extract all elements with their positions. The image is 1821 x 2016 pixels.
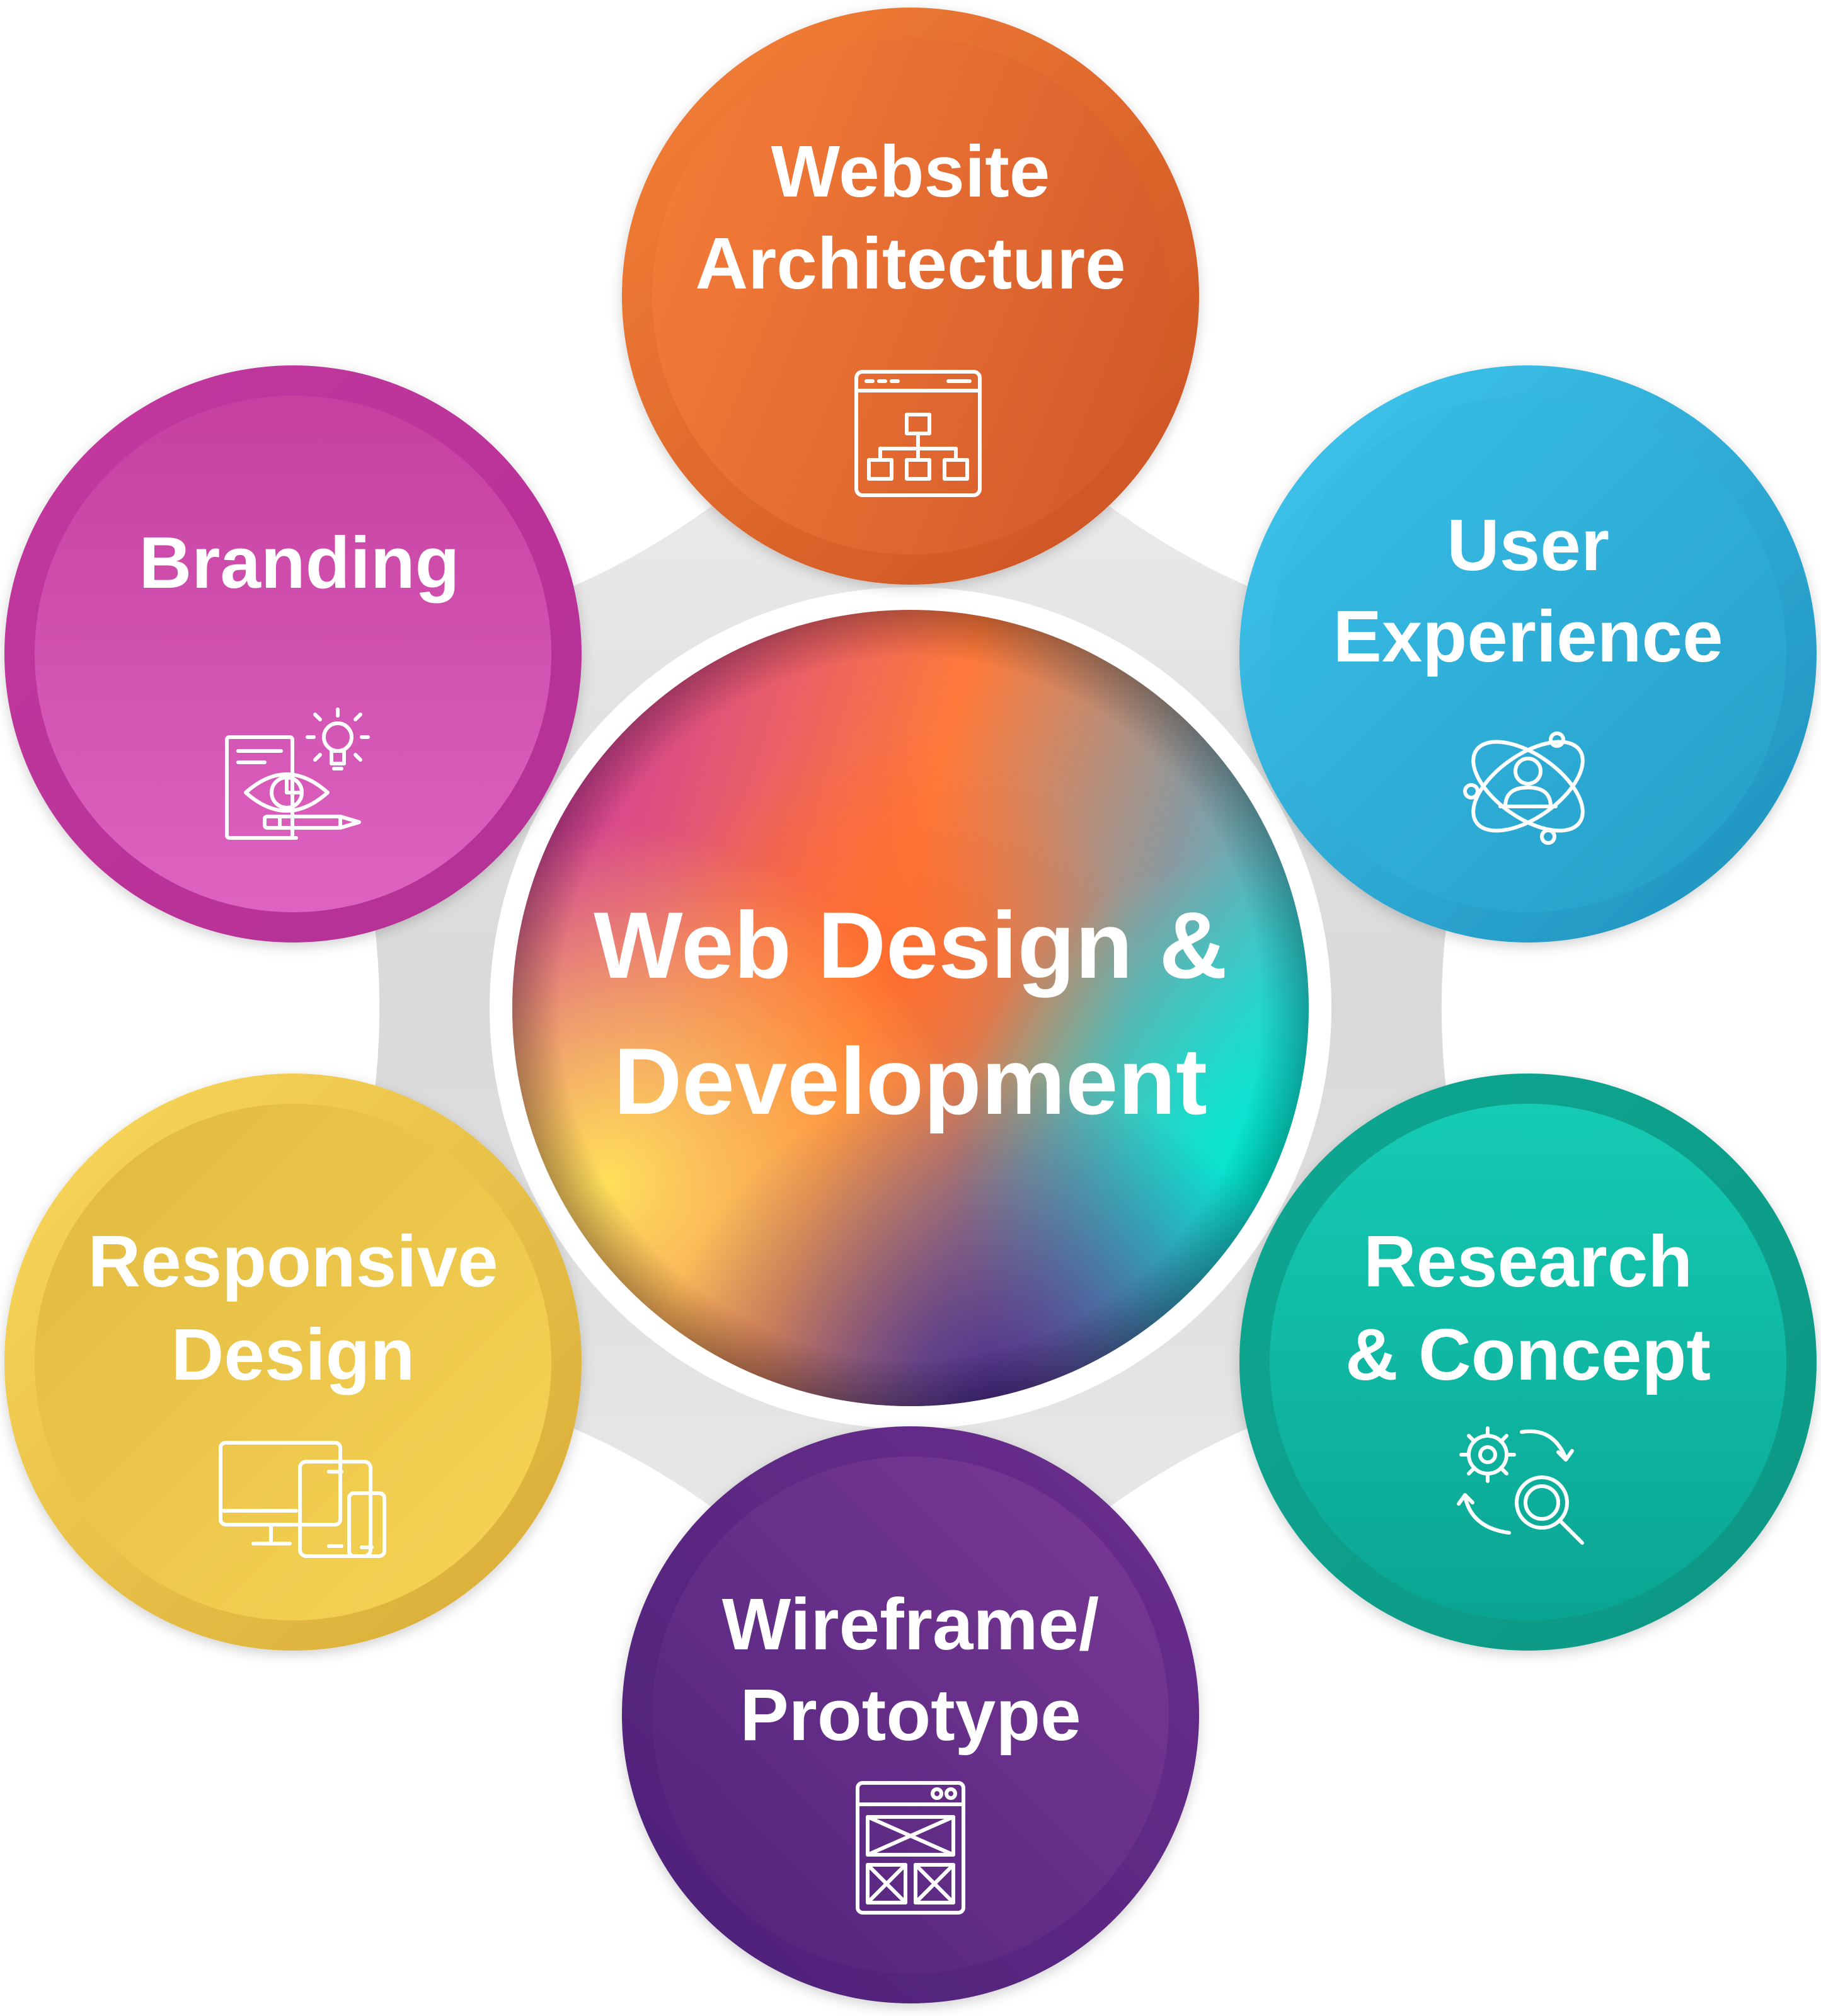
node-responsive-design-line1: Responsive [88,1220,498,1302]
center-title-line1: Web Design & [594,892,1227,998]
node-website-architecture: Website Architecture [622,8,1199,585]
center-title-line2: Development [614,1028,1207,1134]
node-research-concept-line2: & Concept [1345,1314,1711,1395]
node-research-concept-line1: Research [1364,1220,1692,1302]
center-hub: Web Design & Development [490,587,1331,1429]
devices-icon [219,1441,386,1558]
node-user-experience-line1: User [1447,504,1609,586]
branding-eye-icon [225,707,370,840]
node-wireframe-prototype-line2: Prototype [740,1674,1081,1756]
gear-search-icon [1457,1426,1584,1545]
user-orbit-icon [1463,731,1585,845]
wireframe-icon [856,1781,965,1915]
node-website-architecture-line2: Architecture [695,222,1125,304]
node-user-experience: User Experience [1239,365,1817,942]
node-responsive-design-line2: Design [171,1314,415,1395]
node-wireframe-prototype: Wireframe/ Prototype [622,1426,1199,2003]
node-wireframe-prototype-line1: Wireframe/ [722,1583,1100,1665]
node-responsive-design: Responsive Design [4,1074,582,1651]
node-branding-line1: Branding [139,522,459,604]
node-user-experience-line2: Experience [1333,595,1723,677]
node-research-concept: Research & Concept [1239,1074,1817,1651]
node-branding: Branding [4,365,582,942]
node-website-architecture-line1: Website [771,130,1050,212]
sitemap-icon [854,370,982,497]
